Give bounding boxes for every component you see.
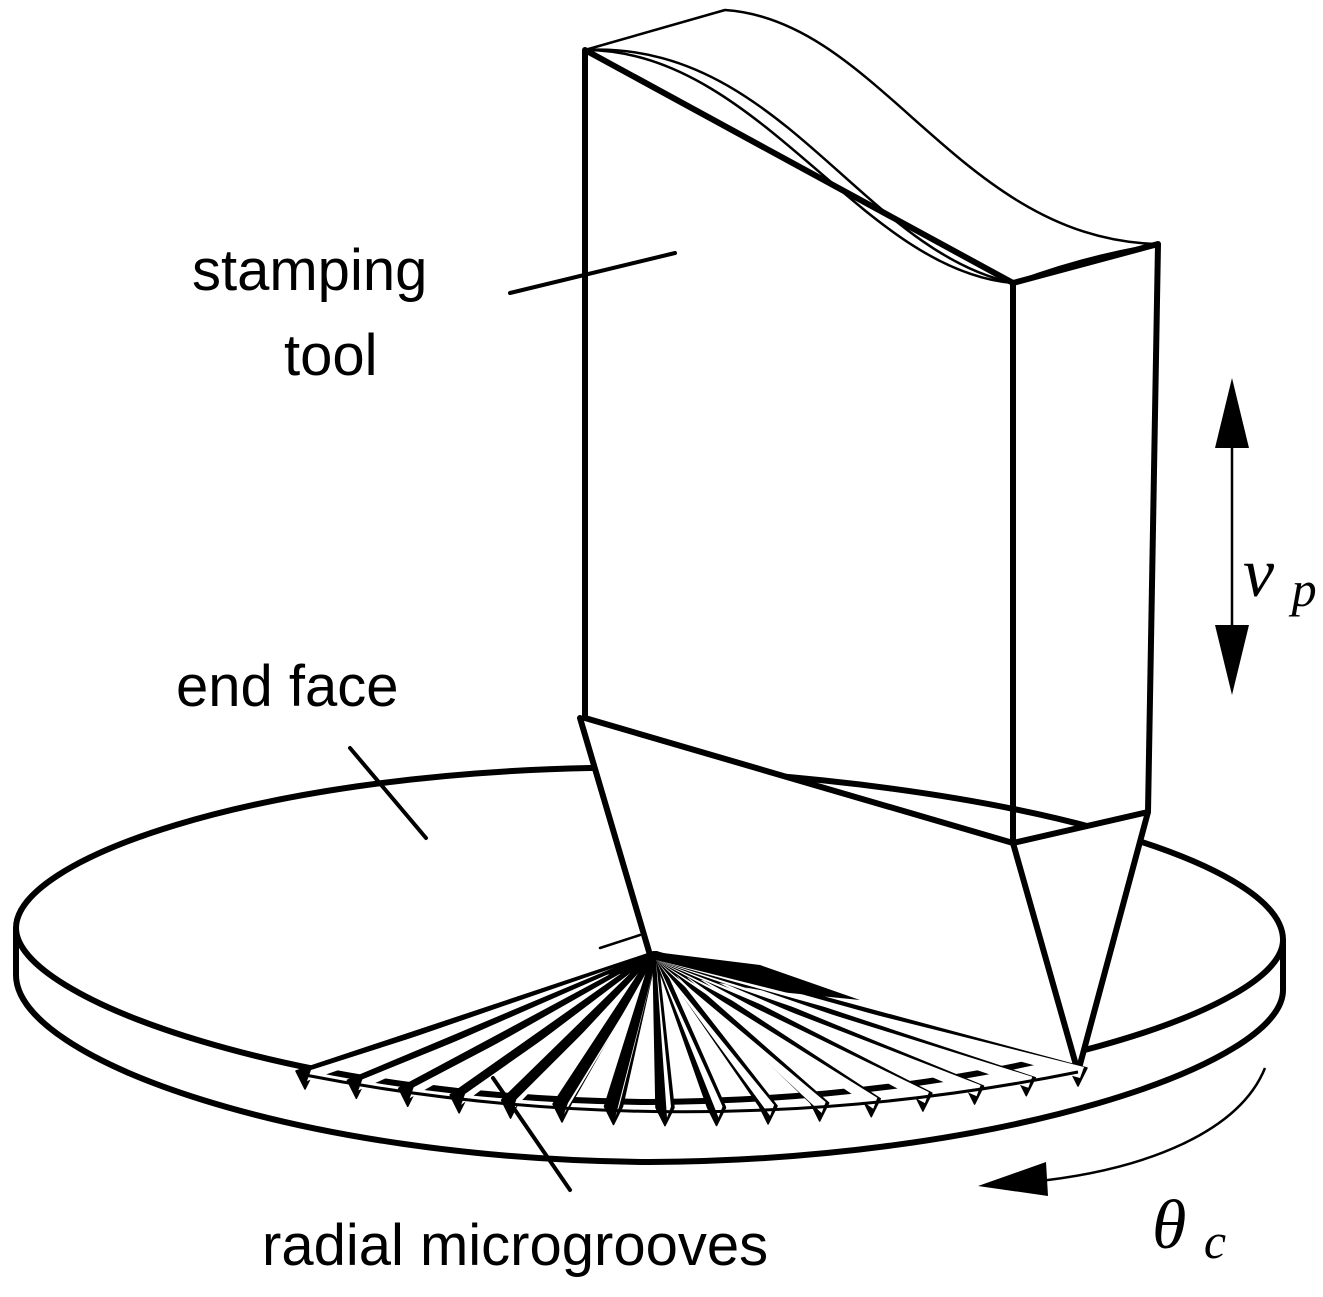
symbol-feed-base: v (1243, 535, 1275, 612)
leader-stamping-tool (508, 251, 677, 295)
tool-front-face (582, 47, 1016, 846)
microgroove-face (656, 960, 1084, 1078)
microgroove-face (656, 960, 723, 1118)
rotation-arrow (978, 1067, 1267, 1196)
symbol-rotation-angle: θ c (1152, 1187, 1226, 1269)
tool-top-inner-curve (583, 48, 1015, 285)
symbol-feed-sub: p (1289, 561, 1317, 617)
tool-top-face (583, 8, 1160, 285)
microgroove-face (656, 960, 775, 1116)
leaders (348, 251, 677, 1192)
tool-tip-mid-edge (1010, 840, 1081, 1075)
tool-tip-right-edge (1075, 809, 1151, 1075)
tool-tip-fill-edge (598, 933, 642, 950)
tool-side-face (1010, 241, 1161, 846)
radial-microgrooves (295, 951, 1088, 1127)
symbol-feed-velocity: v p (1243, 535, 1317, 617)
microgroove-face (512, 960, 656, 1111)
label-end-face: end face (176, 654, 399, 719)
rotation-arrow-head (978, 1162, 1048, 1196)
leader-radial-microgrooves (491, 1076, 572, 1192)
microgroove-face (564, 960, 656, 1114)
label-tool: tool (284, 323, 378, 388)
stamping-tool (577, 8, 1161, 1075)
feed-arrow (1215, 378, 1249, 695)
disk-rim-band (13, 925, 1286, 1165)
label-stamping: stamping (192, 238, 427, 303)
leader-end-face (348, 746, 428, 840)
disk-top-face (13, 765, 1286, 1105)
microgroove-face (615, 960, 656, 1117)
disk (13, 765, 1286, 1165)
symbol-rot-sub: c (1204, 1213, 1226, 1269)
microgroove-face (656, 960, 929, 1104)
microgroove-face (656, 960, 878, 1109)
feed-arrow-up-head (1215, 378, 1249, 448)
symbol-rot-base: θ (1152, 1187, 1186, 1264)
rotation-arrow-arc (1029, 1067, 1267, 1184)
microgroove-face (656, 960, 981, 1097)
feed-arrow-down-head (1215, 625, 1249, 695)
microgroove-face (656, 960, 671, 1118)
microgroove-face (656, 960, 826, 1113)
tool-lower-face (580, 718, 1148, 1072)
tool-tip-left-edge (577, 715, 653, 958)
microgroove-face (656, 960, 1033, 1088)
label-radial-microgrooves: radial microgrooves (262, 1213, 768, 1278)
groove-front-edge (304, 1070, 1079, 1114)
